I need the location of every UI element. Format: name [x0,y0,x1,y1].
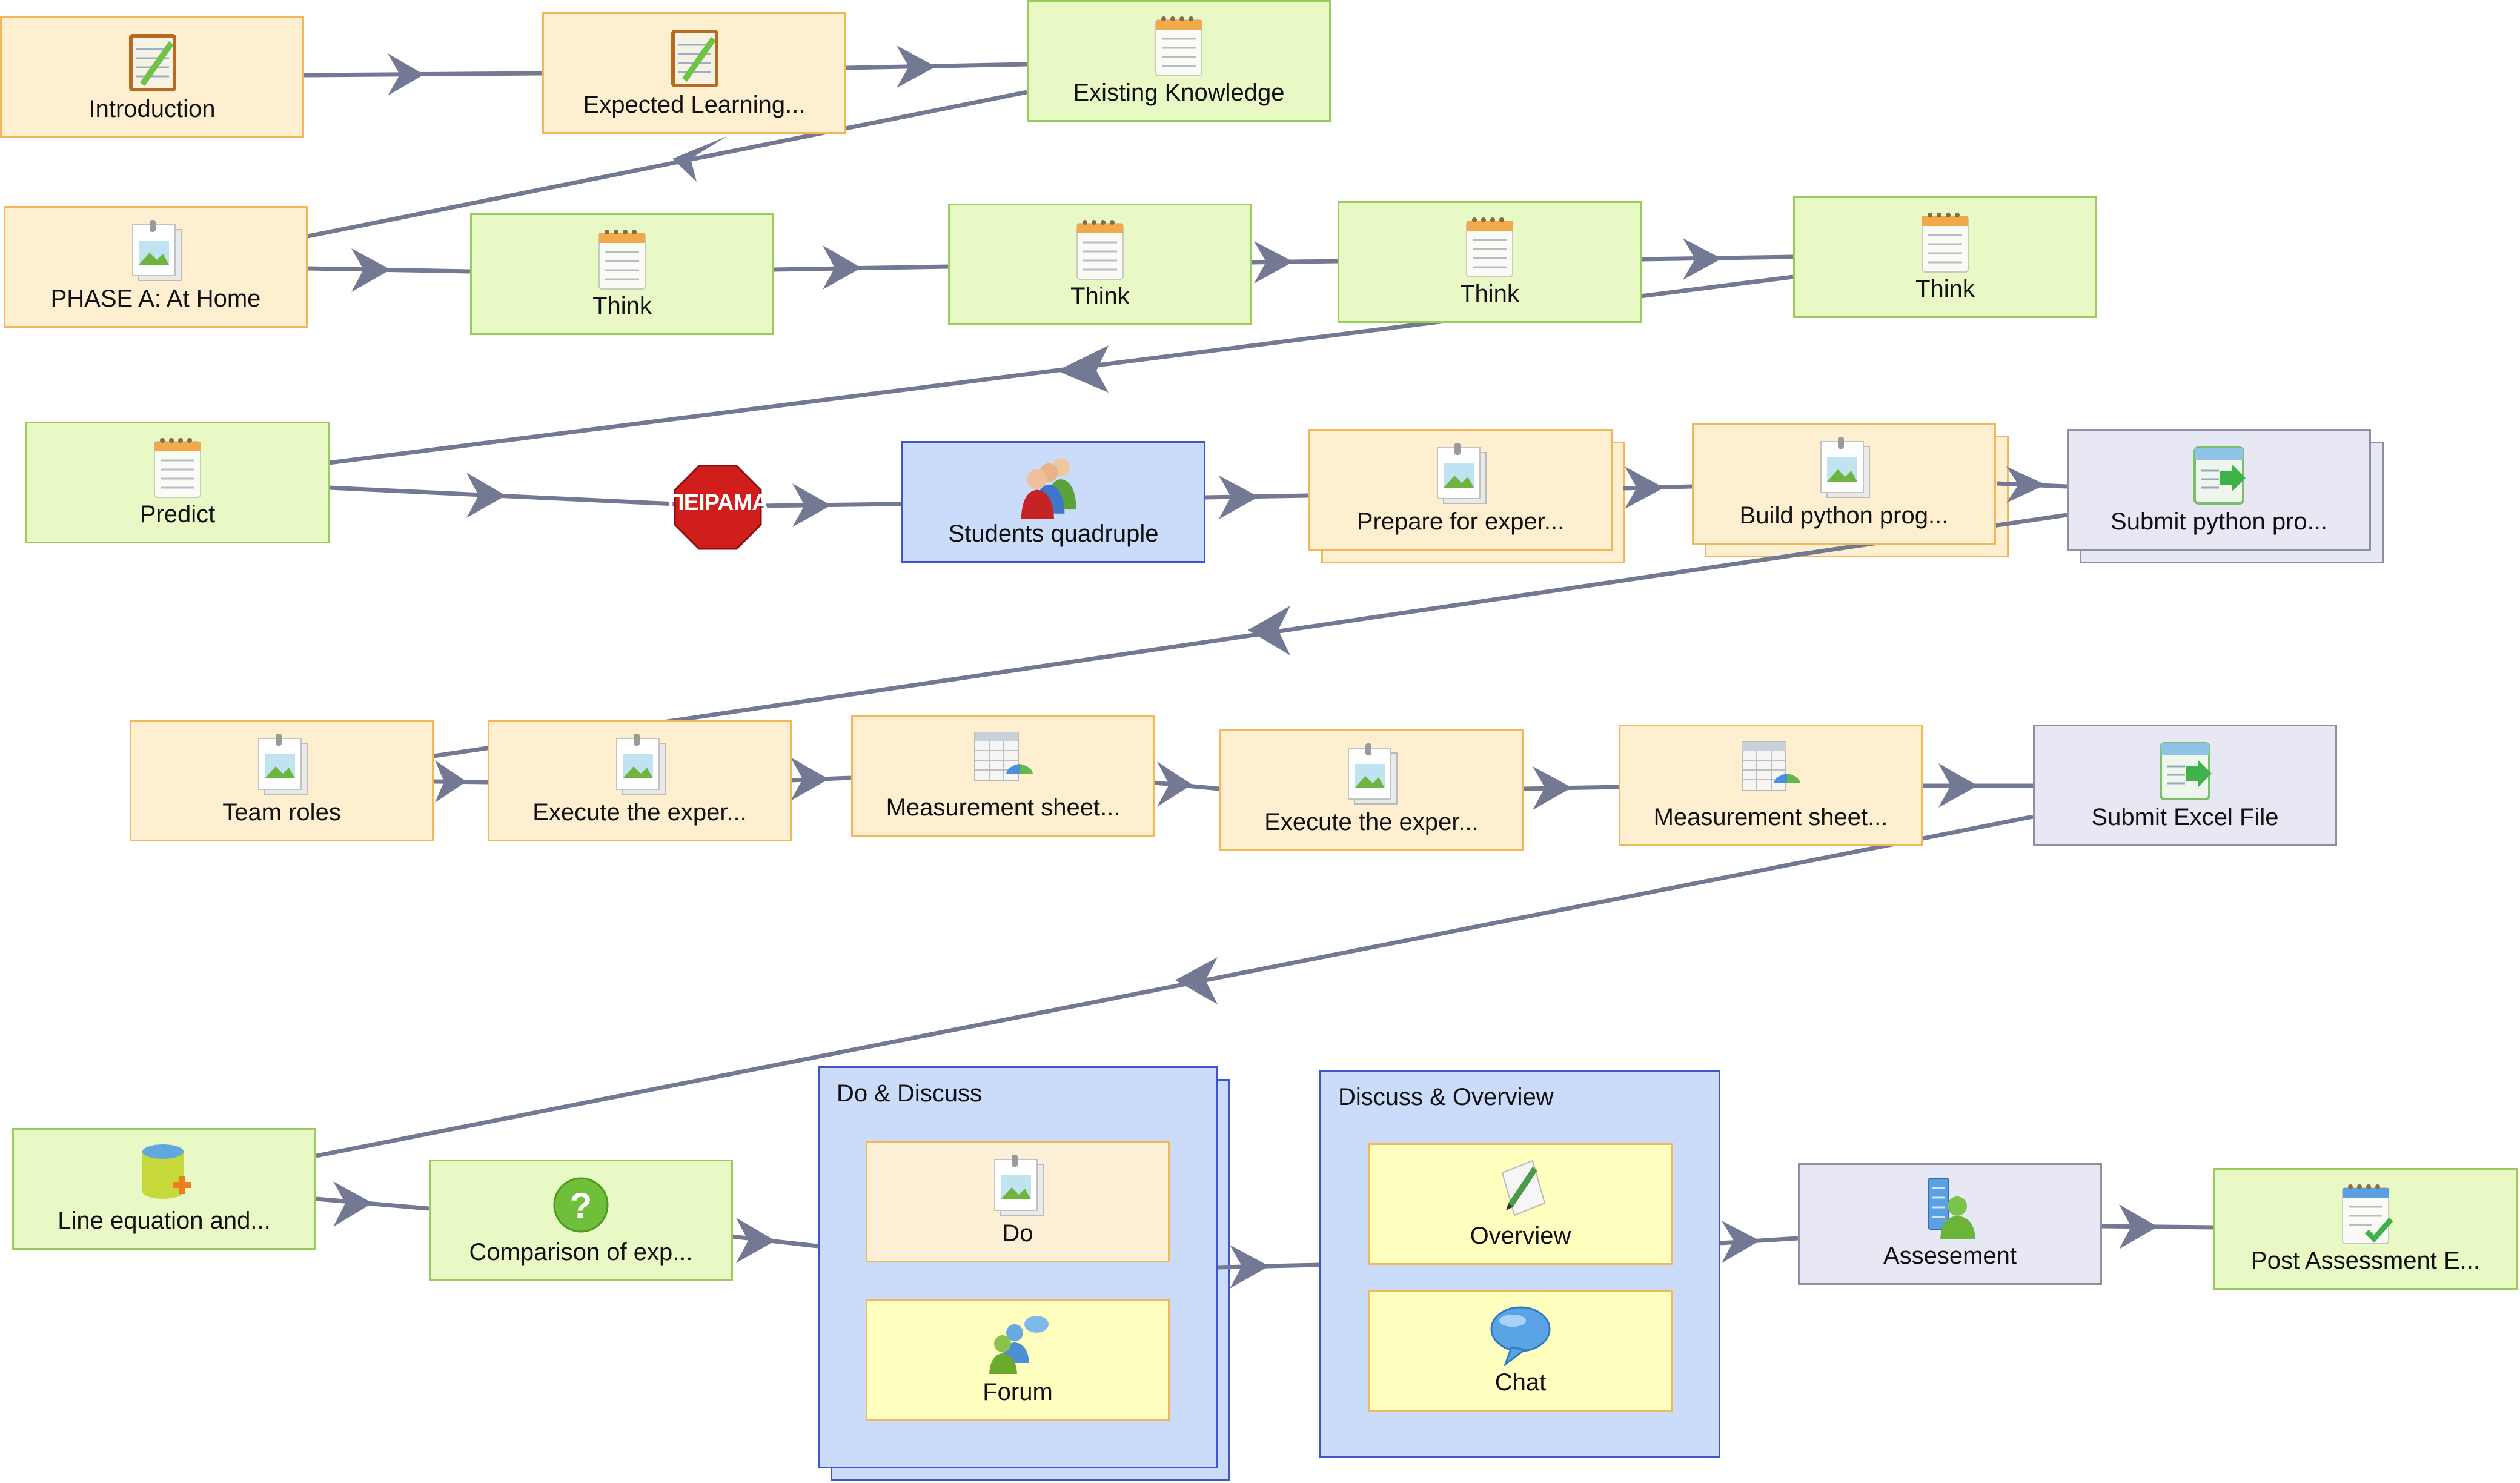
activity-label: Assesement [1883,1242,2017,1269]
activity-label: Execute the exper... [532,799,747,826]
activity-label: Think [1460,280,1519,307]
group-do-discuss[interactable]: Do & Discuss Do Forum [818,1066,1230,1481]
activity-label: Team roles [222,799,341,826]
notepad-icon [1921,213,1969,273]
people-group-icon [1021,458,1077,519]
activity-label: Measurement sheet... [1653,804,1888,831]
notepad-icon [1466,217,1513,277]
connector-expected-to-existing [846,62,1027,70]
group-title: Discuss & Overview [1338,1084,1554,1110]
connector-think2-to-think3 [1251,259,1338,265]
database-add-icon [142,1144,191,1199]
activity-label: Think [1070,283,1130,310]
notepad-icon [598,230,646,290]
picture-note-icon [1348,743,1398,805]
activity-expected-learning[interactable]: Expected Learning... [542,12,846,134]
connector-existing-to-phase-a [307,90,1027,239]
connector-submit-python-to-team [433,513,2067,758]
picture-note-icon [132,220,182,281]
activity-team-roles[interactable]: Team roles [130,720,434,841]
activity-label: Measurement sheet... [886,794,1121,821]
activity-phase-a[interactable]: PHASE A: At Home [4,206,308,328]
activity-prepare-for-exper[interactable]: Prepare for exper... [1308,429,1625,563]
activity-measurement-sheet-1[interactable]: Measurement sheet... [851,715,1155,837]
pencil-paper-icon [1501,1160,1546,1216]
stop-sign-icon [674,465,762,550]
connector-comparison-to-do-discuss [731,1234,818,1249]
picture-note-icon [258,734,308,795]
spreadsheet-chart-icon [1742,742,1800,791]
activity-label: Prepare for exper... [1356,508,1565,535]
activity-label: PHASE A: At Home [50,285,261,312]
notepad-icon [1155,16,1202,76]
activity-think-3[interactable]: Think [1338,201,1642,323]
notebook-pencil-icon [671,30,718,87]
activity-forum[interactable]: Forum [866,1299,1182,1434]
activity-submit-python-pro[interactable]: Submit python pro... [2067,429,2384,563]
notepad-check-icon [2342,1184,2393,1244]
activity-existing-knowledge[interactable]: Existing Knowledge [1027,0,1331,122]
group-discuss-overview[interactable]: Discuss & Overview Overview Chat [1319,1070,1720,1458]
connector-line-to-comparison [316,1196,429,1211]
activity-label: Introduction [88,96,216,122]
activity-line-equation[interactable]: Line equation and... [12,1128,316,1250]
submit-arrow-icon [2193,446,2246,505]
connector-submit-excel-to-line [316,814,2034,1158]
activity-students-quadruple[interactable]: Students quadruple [901,441,1205,563]
activity-label: Think [1915,276,1975,302]
activity-label: Comparison of exp... [469,1239,693,1266]
forum-people-icon [989,1316,1049,1374]
picture-note-icon [616,734,666,795]
activity-post-assessment[interactable]: Post Assessment E... [2213,1168,2518,1290]
spreadsheet-chart-icon [974,732,1033,781]
svg-text:?: ? [570,1186,592,1226]
activity-do[interactable]: Do [866,1141,1182,1275]
activity-label: Submit Excel File [2091,804,2279,831]
activity-label: Execute the exper... [1264,809,1479,835]
connector-arrowheads [333,45,2158,1289]
activity-execute-exper-1[interactable]: Execute the exper... [488,720,792,841]
activity-label: Chat [1494,1369,1547,1396]
notepad-icon [1076,220,1124,280]
activity-think-1[interactable]: Think [470,213,774,335]
activity-overview[interactable]: Overview [1368,1143,1673,1265]
activity-label: Line equation and... [58,1207,271,1234]
activity-submit-excel-file[interactable]: Submit Excel File [2033,725,2337,846]
assessment-person-icon [1928,1178,1975,1239]
group-title: Do & Discuss [837,1080,983,1107]
picture-note-icon [994,1155,1044,1216]
connector-stop-to-students [760,502,902,508]
activity-label: Build python prog... [1739,502,1949,529]
activity-label: Existing Knowledge [1073,79,1285,106]
activity-label: Overview [1470,1223,1571,1249]
activity-label: Students quadruple [948,520,1159,547]
submit-arrow-icon [2160,742,2212,800]
stop-gate[interactable]: ΠΕΙΡΑΜΑ [668,463,769,551]
picture-note-icon [1820,437,1870,498]
activity-label: Forum [983,1379,1053,1405]
activity-assesement[interactable]: Assesement [1798,1163,2102,1285]
activity-introduction[interactable]: Introduction [0,16,304,138]
activity-label: Post Assessment E... [2251,1247,2480,1274]
activity-label: Submit python pro... [2110,508,2327,535]
activity-chat[interactable]: Chat [1368,1290,1673,1412]
activity-think-2[interactable]: Think [948,204,1252,325]
speech-bubble-icon [1490,1306,1551,1367]
activity-execute-exper-2[interactable]: Execute the exper... [1219,729,1524,851]
stop-label: ΠΕΙΡΑΜΑ [668,490,768,516]
activity-predict[interactable]: Predict [25,422,330,543]
notepad-icon [154,438,201,498]
activity-measurement-sheet-2[interactable]: Measurement sheet... [1619,725,1923,846]
activity-build-python-prog[interactable]: Build python prog... [1692,423,2009,557]
notebook-pencil-icon [129,34,176,91]
activity-think-4[interactable]: Think [1793,196,2097,318]
activity-label: Expected Learning... [583,91,806,118]
activity-label: Think [592,293,652,319]
picture-note-icon [1437,443,1487,504]
question-mark-icon: ? [553,1177,609,1233]
activity-comparison-of-exp[interactable]: ? Comparison of exp... [429,1160,733,1281]
activity-label: Do [1002,1220,1033,1247]
activity-label: Predict [139,501,216,528]
